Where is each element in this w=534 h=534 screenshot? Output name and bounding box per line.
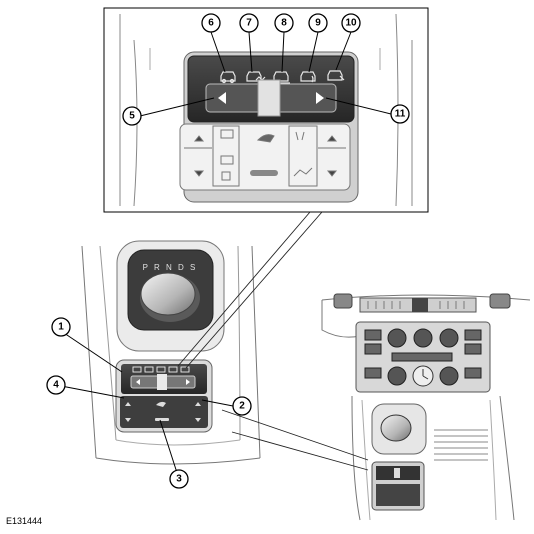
main-console-view: P R N D S (81, 211, 323, 465)
right-arrow-icon (316, 92, 324, 104)
callout-6: 6 (201, 13, 221, 33)
callout-7: 7 (239, 13, 259, 33)
callout-11: 11 (390, 104, 410, 124)
left-arrow-icon (218, 92, 226, 104)
callout-2: 2 (232, 396, 252, 416)
callout-1: 1 (51, 317, 71, 337)
svg-text:1: 1 (58, 322, 64, 333)
callout-5: 5 (122, 106, 142, 126)
svg-text:2: 2 (239, 401, 245, 412)
down-arrow-right-icon (326, 170, 338, 177)
callout-3: 3 (169, 469, 189, 489)
mode-icons-row (220, 70, 345, 84)
dashboard-overview (221, 293, 531, 521)
callout-10: 10 (341, 13, 361, 33)
gear-positions-label: P R N D S (143, 263, 198, 272)
rock-crawl-icon (327, 70, 345, 81)
callout-4: 4 (46, 375, 66, 395)
down-arrow-left-icon (193, 170, 205, 177)
svg-text:6: 6 (208, 18, 214, 29)
svg-text:3: 3 (176, 474, 182, 485)
sand-icon (300, 71, 316, 83)
svg-text:8: 8 (281, 18, 287, 29)
svg-text:10: 10 (345, 18, 357, 29)
callout-9: 9 (308, 13, 328, 33)
up-arrow-right-icon (326, 135, 338, 142)
rotary-gear-selector (140, 272, 196, 316)
general-mode-icon (220, 71, 236, 84)
lower-button-panel (184, 125, 346, 187)
svg-text:5: 5 (129, 111, 135, 122)
figure-code: E131444 (6, 516, 43, 526)
callout-8: 8 (274, 13, 294, 33)
svg-text:4: 4 (53, 380, 59, 391)
svg-text:7: 7 (246, 18, 252, 29)
up-arrow-left-icon (193, 135, 205, 142)
svg-text:11: 11 (395, 109, 406, 120)
svg-text:9: 9 (315, 18, 321, 29)
detail-inset (103, 7, 429, 213)
